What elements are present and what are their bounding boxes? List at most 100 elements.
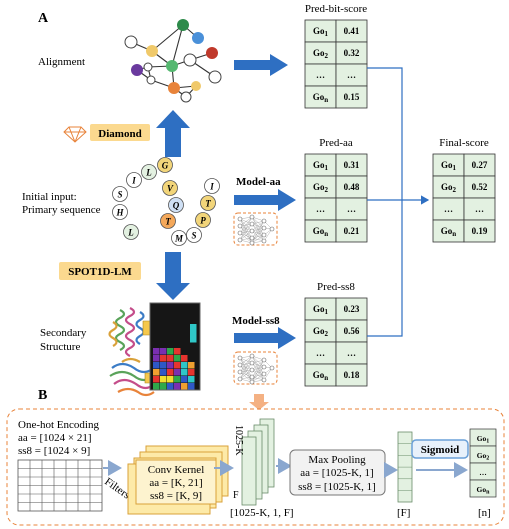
secondary-line2: Structure <box>40 341 80 353</box>
sequence-residue <box>168 197 184 213</box>
table-value-cell: 0.48 <box>344 182 360 192</box>
pool-title: Max Pooling <box>308 454 366 466</box>
ss8-matrix <box>149 302 201 391</box>
merge-lines <box>367 67 430 337</box>
table-title: Final-score <box>439 137 489 149</box>
sequence-residue <box>123 224 139 240</box>
sequence-residue-letter: S <box>117 190 122 200</box>
panel-a-letter: A <box>38 11 49 26</box>
table-go-cell: … <box>316 70 325 80</box>
conv-kernel-box <box>135 459 217 505</box>
sequence-residue <box>112 186 128 202</box>
sequence-residue-letter: H <box>115 208 124 218</box>
up-arrow-icon <box>156 110 190 157</box>
table-value-cell: 0.52 <box>472 182 488 192</box>
sequence-residue-letter: I <box>131 176 136 186</box>
sequence-residue <box>204 178 220 194</box>
protein-network-icon <box>124 19 222 103</box>
dim-vertical-label: 1025-K <box>233 425 244 456</box>
dim-shape-label: [1025-K, 1, F] <box>230 507 294 519</box>
table-value-cell: 0.18 <box>344 370 360 380</box>
table-go-cell: … <box>316 204 325 214</box>
table-value-cell: 0.41 <box>344 26 360 36</box>
sequence-residue-letter: P <box>200 216 206 226</box>
onehot-title: One-hot Encoding <box>18 419 99 431</box>
conv-ss8: ss8 = [K, 9] <box>150 490 202 502</box>
initial-input-line1: Initial input: <box>22 191 77 203</box>
sequence-residue-letter: Q <box>173 201 180 211</box>
feature-map-stack <box>241 418 275 506</box>
sequence-residue-letter: T <box>165 217 171 227</box>
neural-network-ss8-icon <box>237 353 275 385</box>
model-aa-arrow-icon <box>234 189 296 211</box>
n-label: [n] <box>478 507 491 519</box>
model-ss8-arrow-icon <box>234 327 296 349</box>
table-value-cell: 0.32 <box>344 48 360 58</box>
table-title: Pred-aa <box>319 137 353 149</box>
sequence-residue-letter: L <box>145 168 152 178</box>
output-go-cell: Go2 <box>477 451 490 462</box>
sequence-residue-letter: G <box>162 161 169 171</box>
onehot-aa: aa = [1024 × 21] <box>18 432 92 444</box>
table-value-cell: … <box>347 348 356 358</box>
table-value-cell: … <box>475 204 484 214</box>
sigmoid-label: Sigmoid <box>421 444 460 456</box>
neural-network-aa-icon <box>237 214 275 246</box>
sequence-residue <box>160 213 176 229</box>
sequence-residue-letter: I <box>209 182 214 192</box>
down-arrow-icon <box>156 252 190 300</box>
diamond-icon <box>63 126 87 143</box>
sequence-residue-letter: V <box>167 184 174 194</box>
table-value-cell: 0.31 <box>344 160 360 170</box>
helix-protein-icon <box>108 307 145 357</box>
pool-ss8: ss8 = [1025-K, 1] <box>298 481 376 493</box>
output-go-cell: Gon <box>477 485 491 496</box>
alignment-arrow-icon <box>234 54 288 76</box>
sequence-residue-letter: L <box>127 228 134 238</box>
sheet-protein-icon <box>109 357 155 397</box>
f-vector <box>397 431 413 503</box>
model-ss8-network-box <box>233 351 278 385</box>
table-value-cell: 0.56 <box>344 326 360 336</box>
spot1d-label: SPOT1D-LM <box>68 266 132 278</box>
initial-input-line2: Primary sequence <box>22 204 101 216</box>
sequence-residue <box>200 195 216 211</box>
table-value-cell: … <box>347 204 356 214</box>
sigmoid-box <box>411 439 469 459</box>
table-go-cell: … <box>444 204 453 214</box>
table-go-cell: … <box>316 348 325 358</box>
sequence-residue <box>171 230 187 246</box>
conv-title: Conv Kernel <box>148 464 205 476</box>
alignment-label: Alignment <box>38 56 85 68</box>
table-value-cell: 0.21 <box>344 226 360 236</box>
diamond-label: Diamond <box>98 128 141 140</box>
model-ss8-label: Model-ss8 <box>232 315 280 327</box>
table-title: Pred-ss8 <box>317 281 355 293</box>
sequence-residue-letter: M <box>174 234 184 244</box>
sequence-residue <box>157 157 173 173</box>
model-aa-network-box <box>233 212 278 246</box>
table-value-cell: 0.23 <box>344 304 360 314</box>
table-value-cell: 0.15 <box>344 92 360 102</box>
model-aa-label: Model-aa <box>236 176 281 188</box>
orange-down-arrow-icon <box>249 394 269 410</box>
sequence-residue <box>126 172 142 188</box>
output-go-cell: Go1 <box>477 434 490 445</box>
sequence-residue <box>195 212 211 228</box>
conv-aa: aa = [K, 21] <box>149 477 202 489</box>
panel-b-letter: B <box>38 388 47 403</box>
pool-aa: aa = [1025-K, 1] <box>300 467 373 479</box>
sequence-residue-letter: T <box>205 199 211 209</box>
diamond-label-box <box>90 124 150 141</box>
output-go-cell: … <box>479 468 487 477</box>
onehot-grid <box>17 459 122 512</box>
table-value-cell: 0.19 <box>472 226 488 236</box>
f-label: [F] <box>397 507 410 519</box>
